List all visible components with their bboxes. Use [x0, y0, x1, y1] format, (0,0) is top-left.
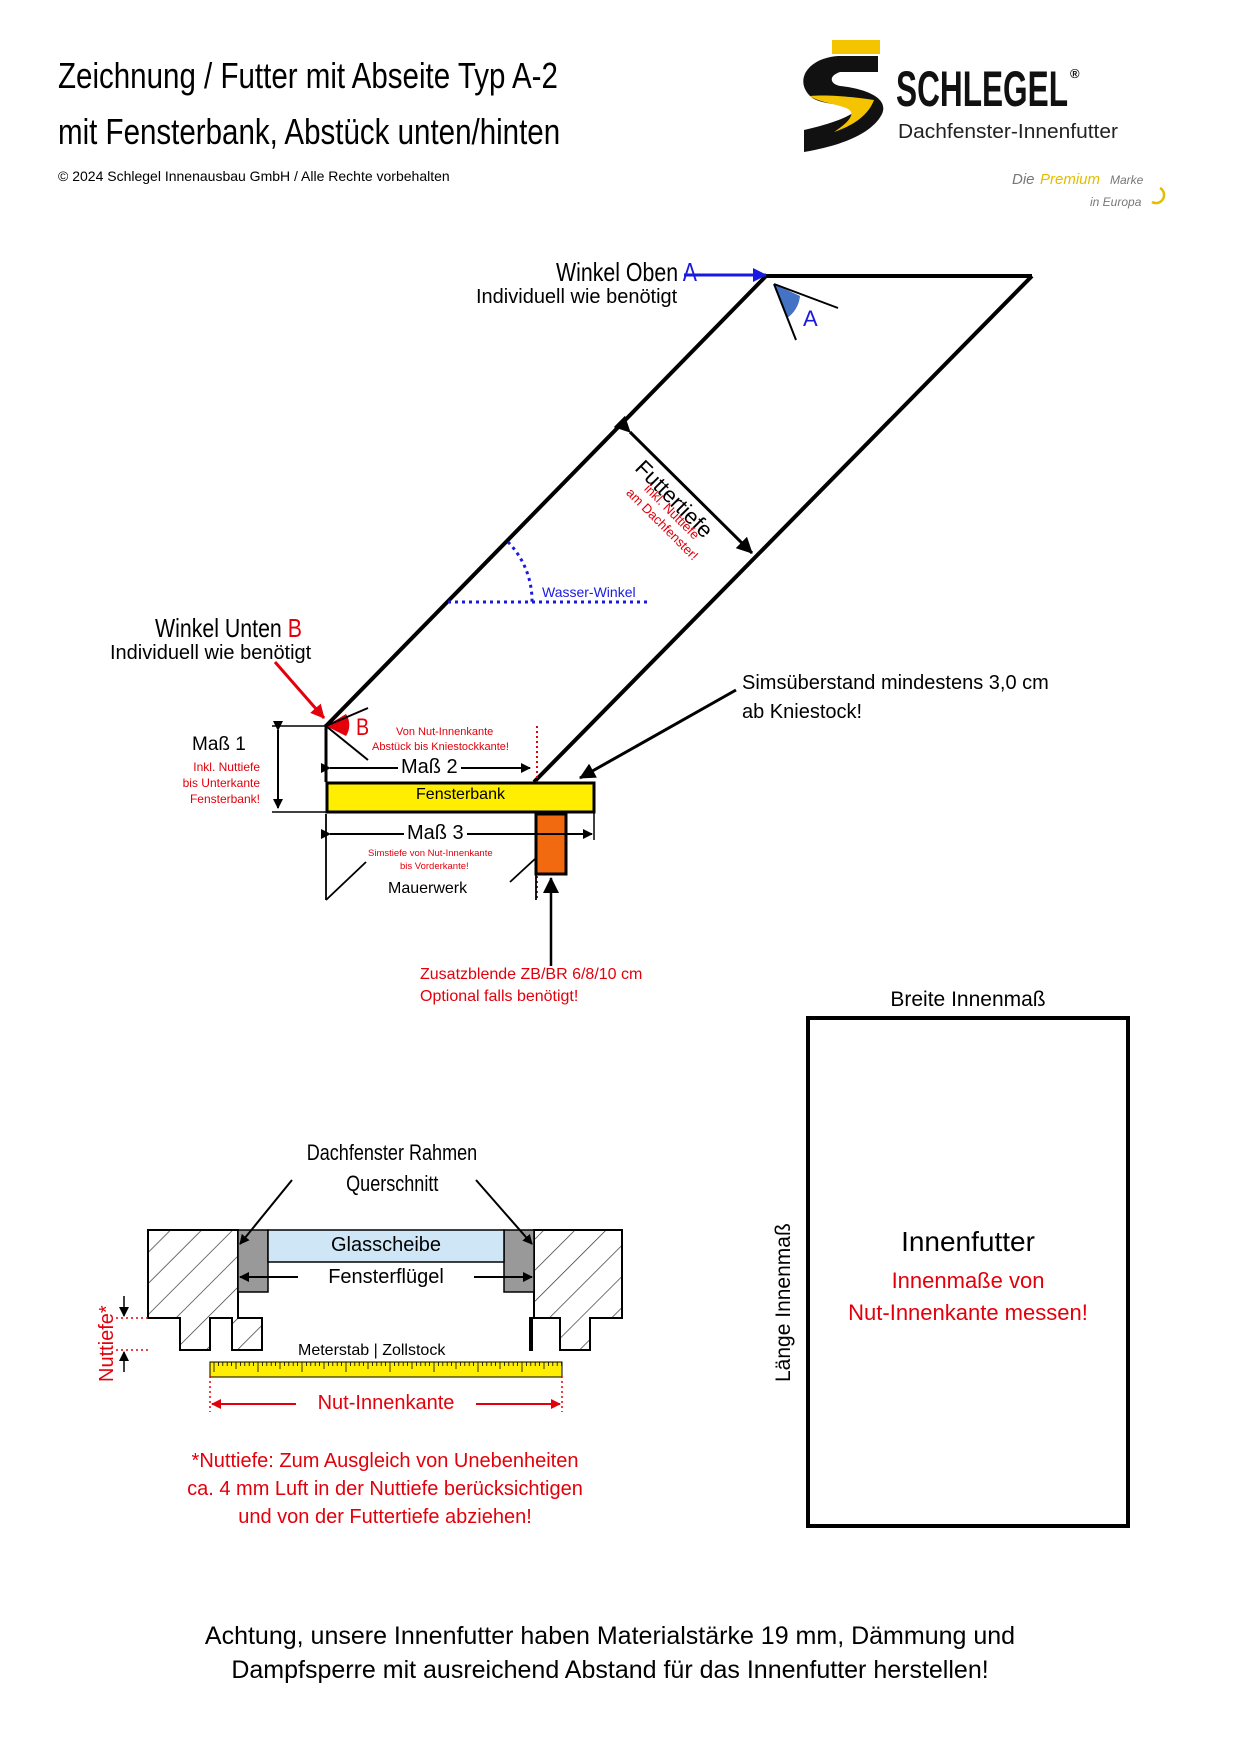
zusatzblende-block [534, 812, 568, 876]
copyright-text: © 2024 Schlegel Innenausbau GmbH / Alle … [58, 168, 450, 184]
title-line-2: mit Fensterbank, Abstück unten/hinten [58, 111, 561, 152]
nuttiefe-dimension [116, 1296, 150, 1372]
innenfutter-note-1: Innenmaße von [891, 1268, 1045, 1293]
mass2-note-1: Von Nut-Innenkante [396, 726, 494, 738]
nut-innenkante-dimension [209, 1376, 563, 1412]
cross-section-title-1-text: Dachfenster Rahmen [306, 1140, 478, 1165]
winkel-oben-letter: A [682, 257, 698, 287]
nuttiefe-note-3: und von der Futtertiefe abziehen! [238, 1506, 532, 1528]
cross-section-title-2-text: Querschnitt [345, 1171, 439, 1196]
sims-note-1: Simsüberstand mindestens 3,0 cm [742, 672, 1049, 694]
mauerwerk-label: Mauerwerk [388, 880, 468, 897]
winkel-unten-sub: Individuell wie benötigt [110, 642, 312, 664]
rahmen-pointer-left [239, 1179, 293, 1245]
fensterbank-board [325, 781, 596, 814]
tagline-die: Die [1012, 171, 1035, 188]
nut-innenkante-label: Nut-Innenkante [296, 1392, 476, 1415]
logo-tagline: Die Premium Marke in Europa [1012, 171, 1166, 209]
meterstab-ruler [209, 1361, 563, 1378]
winkel-oben-text: Winkel Oben [556, 257, 679, 287]
mauerwerk-lines [325, 814, 537, 901]
nuttiefe-label: Nuttiefe* [96, 1305, 118, 1382]
footer-note-1: Achtung, unsere Innenfutter haben Materi… [204, 1622, 1016, 1650]
mass3-note-1: Simstiefe von Nut-Innenkante [368, 848, 493, 859]
meterstab-label: Meterstab | Zollstock [298, 1342, 446, 1359]
angle-a-marker [773, 283, 839, 341]
tagline-premium: Premium [1040, 171, 1100, 188]
logo-mark-icon [803, 40, 884, 152]
mass1-note-1: Inkl. Nuttiefe [193, 760, 260, 774]
zusatzblende-note-1: Zusatzblende ZB/BR 6/8/10 cm [420, 966, 643, 983]
mass1-label: Maß 1 [192, 734, 246, 755]
frame-right-section [503, 1229, 623, 1351]
sims-note-2: ab Kniestock! [742, 701, 863, 723]
glasscheibe-label: Glasscheibe [330, 1234, 442, 1256]
logo-brand-text: SCHLEGEL [896, 61, 1068, 117]
tagline-swirl-icon [1151, 186, 1166, 205]
winkel-unten-letter: B [287, 613, 302, 643]
cross-section-title-1: Dachfenster Rahmen [262, 1140, 522, 1166]
frame-left-section [147, 1229, 269, 1351]
futtertiefe-dimension [613, 415, 754, 555]
wasser-winkel-marker [448, 540, 650, 604]
innenfutter-rectangle [806, 1016, 1130, 1528]
winkel-oben-label: Winkel Oben A [556, 257, 697, 288]
rahmen-pointer-right [475, 1179, 533, 1245]
fensterfluegel-label: Fensterflügel [328, 1266, 444, 1288]
laenge-innenmass-label: Länge Innenmaß [772, 1223, 795, 1382]
angle-a-letter: A [803, 306, 818, 331]
winkel-unten-arrow [273, 661, 326, 719]
schlegel-logo: SCHLEGEL ® Dachfenster-Innenfutter [803, 40, 1118, 152]
wasser-winkel-label: Wasser-Winkel [542, 584, 636, 600]
footer-note-2: Dampfsperre mit ausreichend Abstand für … [231, 1656, 989, 1684]
mass3-note-2: bis Vorderkante! [400, 861, 469, 872]
sims-pointer-arrow [579, 688, 737, 780]
breite-innenmass-label: Breite Innenmaß [890, 988, 1046, 1011]
tagline-europa: in Europa [1090, 195, 1142, 209]
mass1-note-3: Fensterbank! [189, 792, 260, 806]
innenfutter-note-2: Nut-Innenkante messen! [848, 1300, 1088, 1325]
cross-section-title-2: Querschnitt [262, 1171, 522, 1197]
innenfutter-label: Innenfutter [901, 1226, 1035, 1257]
angle-b-letter: B [356, 714, 370, 741]
zusatzblende-note-2: Optional falls benötigt! [420, 988, 579, 1005]
mass1-dimension [272, 721, 326, 813]
mass1-note-2: bis Unterkante [182, 776, 260, 790]
glasscheibe-pane [267, 1229, 505, 1263]
fensterbank-label: Fensterbank [416, 786, 505, 803]
angle-b-marker [325, 707, 369, 761]
winkel-unten-label: Winkel Unten B [155, 613, 302, 644]
nuttiefe-note-2: ca. 4 mm Luft in der Nuttiefe berücksich… [187, 1478, 583, 1500]
tagline-marke: Marke [1110, 173, 1144, 187]
winkel-unten-text: Winkel Unten [155, 613, 282, 643]
logo-registered-mark: ® [1070, 66, 1080, 81]
futter-body [324, 274, 1034, 784]
title-line-1: Zeichnung / Futter mit Abseite Typ A-2 [58, 55, 558, 96]
winkel-oben-sub: Individuell wie benötigt [476, 286, 678, 308]
nuttiefe-note-1: *Nuttiefe: Zum Ausgleich von Unebenheite… [191, 1450, 579, 1472]
logo-subtitle: Dachfenster-Innenfutter [898, 121, 1118, 143]
mass2-label: Maß 2 [398, 756, 461, 779]
mass3-label: Maß 3 [404, 822, 467, 845]
mass2-note-2: Abstück bis Kniestockkante! [372, 741, 509, 753]
